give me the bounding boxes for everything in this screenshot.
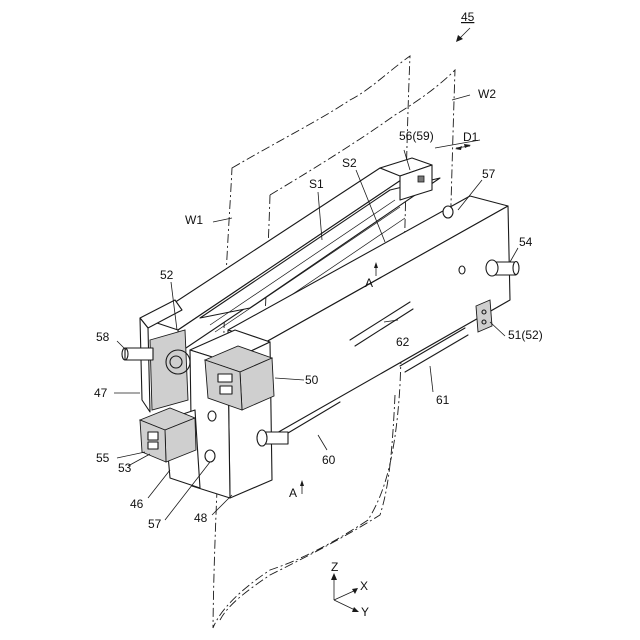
label-55: 55: [96, 451, 110, 465]
label-51: 51(52): [508, 328, 543, 342]
block-51: [476, 300, 492, 332]
label-50: 50: [305, 373, 319, 387]
axis-label-x: X: [360, 579, 368, 593]
label-48: 48: [194, 511, 208, 525]
bolt-57-top: [443, 206, 453, 218]
label-58: 58: [96, 330, 110, 344]
label-s1: S1: [309, 177, 324, 191]
label-46: 46: [130, 497, 144, 511]
label-60: 60: [322, 453, 336, 467]
label-56: 56(59): [399, 129, 434, 143]
label-47: 47: [94, 386, 108, 400]
axis-label-y: Y: [361, 605, 369, 619]
label-s2: S2: [342, 156, 357, 170]
label-52: 52: [160, 268, 174, 282]
shaft-60: [257, 430, 288, 446]
label-w1: W1: [185, 213, 203, 227]
label-61: 61: [436, 393, 450, 407]
axis-label-z: Z: [331, 560, 338, 574]
shaft-58: [122, 348, 153, 360]
label-62: 62: [396, 335, 410, 349]
figure-arrow: [456, 28, 470, 42]
label-53: 53: [118, 461, 132, 475]
label-54: 54: [519, 235, 533, 249]
coordinate-axes: [331, 573, 359, 612]
label-d1: D1: [463, 130, 479, 144]
label-a-bottom: A: [289, 486, 297, 500]
label-a-top: A: [365, 276, 373, 290]
figure-number: 45: [461, 10, 475, 24]
label-57-top: 57: [482, 167, 496, 181]
actuator-block-50: [205, 346, 274, 410]
label-57-bottom: 57: [148, 517, 162, 531]
label-w2: W2: [478, 87, 496, 101]
shaft-54: [486, 260, 519, 276]
